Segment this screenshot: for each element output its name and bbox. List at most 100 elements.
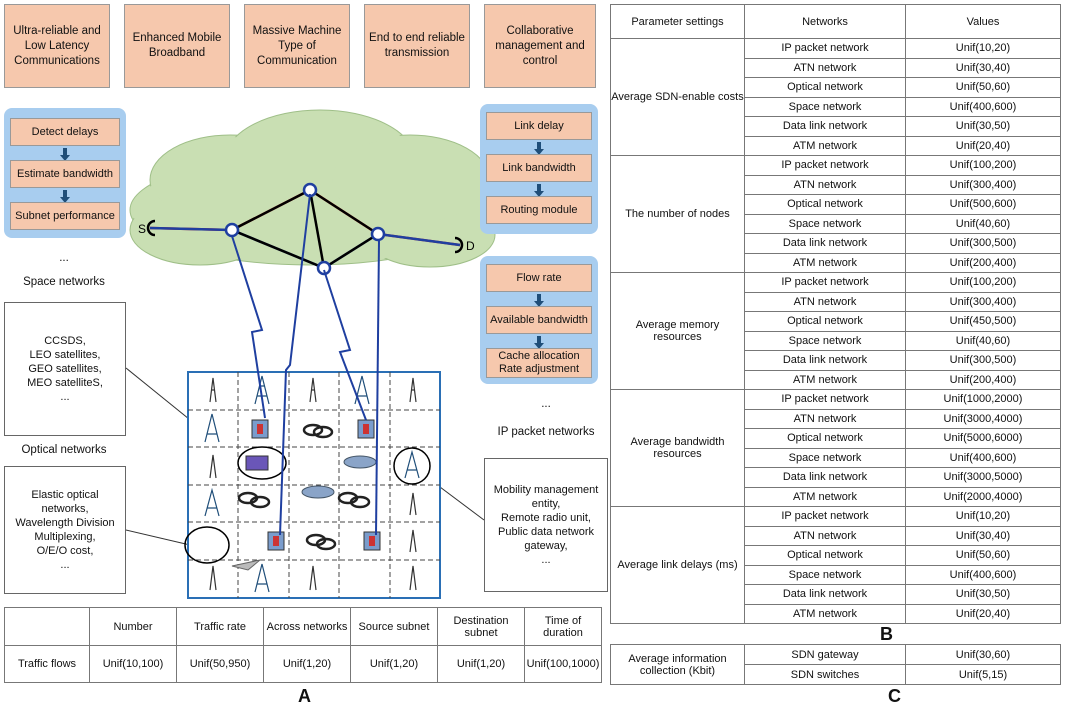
top-box-urllc: Ultra-reliable and Low Latency Communica… bbox=[4, 4, 110, 88]
ip-dots: ... bbox=[541, 398, 551, 410]
network-cell: ATM network bbox=[744, 135, 906, 156]
network-cell: ATM network bbox=[744, 486, 906, 507]
table-header-cell: Networks bbox=[744, 4, 906, 39]
network-cell: Optical network bbox=[744, 311, 906, 332]
network-cell: Data link network bbox=[744, 116, 906, 137]
top-box-mmtc: Massive Machine Type of Communication bbox=[244, 4, 350, 88]
parameter-name-cell: Average memory resources bbox=[610, 272, 745, 390]
optical-networks-label: Optical networks bbox=[21, 444, 107, 456]
network-cell: IP packet network bbox=[744, 389, 906, 410]
network-cell: IP packet network bbox=[744, 272, 906, 293]
space-networks-label: Space networks bbox=[23, 276, 105, 288]
top-box-e2e: End to end reliable transmission bbox=[364, 4, 470, 88]
table-header-cell: Destination subnet bbox=[437, 607, 525, 646]
grid-lines bbox=[188, 372, 440, 598]
parameter-name-cell: Average link delays (ms) bbox=[610, 506, 745, 624]
table-header-cell: Source subnet bbox=[350, 607, 438, 646]
table-cell: Unif(50,950) bbox=[176, 645, 264, 683]
network-cell: Space network bbox=[744, 96, 906, 117]
parameter-name-cell: Average information collection (Kbit) bbox=[610, 644, 745, 685]
network-cell: ATN network bbox=[744, 408, 906, 429]
value-cell: Unif(2000,4000) bbox=[905, 486, 1061, 507]
network-cell: Optical network bbox=[744, 194, 906, 215]
parameter-name-cell: The number of nodes bbox=[610, 155, 745, 273]
value-cell: Unif(300,400) bbox=[905, 291, 1061, 312]
destination-node-icon bbox=[454, 236, 464, 254]
step-link-bandwidth: Link bandwidth bbox=[486, 154, 592, 182]
value-cell: Unif(300,500) bbox=[905, 350, 1061, 371]
value-cell: Unif(30,60) bbox=[905, 644, 1061, 665]
network-cell: Data link network bbox=[744, 233, 906, 254]
table-cell: Traffic flows bbox=[4, 645, 90, 683]
network-cell: Optical network bbox=[744, 545, 906, 566]
value-cell: Unif(30,40) bbox=[905, 525, 1061, 546]
step-flow-rate: Flow rate bbox=[486, 264, 592, 292]
value-cell: Unif(3000,5000) bbox=[905, 467, 1061, 488]
tower-icon bbox=[209, 377, 417, 591]
fiber-coil-icon bbox=[237, 423, 371, 551]
table-row: Average link delays (ms)IP packet networ… bbox=[610, 506, 1061, 624]
table-header-cell: Traffic rate bbox=[176, 607, 264, 646]
parameter-name-cell: Average bandwidth resources bbox=[610, 389, 745, 507]
right-blue-panel-2: Flow rate Available bandwidth Cache allo… bbox=[480, 256, 598, 384]
value-cell: Unif(300,500) bbox=[905, 233, 1061, 254]
value-cell: Unif(20,40) bbox=[905, 603, 1061, 624]
step-link-delay: Link delay bbox=[486, 112, 592, 140]
network-cell: Space network bbox=[744, 447, 906, 468]
network-cell: Data link network bbox=[744, 467, 906, 488]
ip-networks-box: Mobility management entity, Remote radio… bbox=[484, 458, 608, 592]
network-cell: ATN network bbox=[744, 525, 906, 546]
step-available-bandwidth: Available bandwidth bbox=[486, 306, 592, 334]
table-header-cell: Across networks bbox=[263, 607, 351, 646]
wireless-link-lines bbox=[231, 193, 380, 536]
table-cell: Unif(1,20) bbox=[350, 645, 438, 683]
network-cell: Space network bbox=[744, 564, 906, 585]
value-cell: Unif(1000,2000) bbox=[905, 389, 1061, 410]
satellite-icon bbox=[231, 455, 377, 571]
network-cell: IP packet network bbox=[744, 155, 906, 176]
value-cell: Unif(100,200) bbox=[905, 272, 1061, 293]
grid-frame bbox=[187, 371, 441, 599]
value-cell: Unif(40,60) bbox=[905, 330, 1061, 351]
table-header-cell bbox=[4, 607, 90, 646]
value-cell: Unif(400,600) bbox=[905, 447, 1061, 468]
optical-networks-box: Elastic optical networks, Wavelength Div… bbox=[4, 466, 126, 594]
space-networks-box: CCSDS, LEO satellites, GEO satellites, M… bbox=[4, 302, 126, 436]
network-cell: ATM network bbox=[744, 252, 906, 273]
table-cell: Unif(1,20) bbox=[263, 645, 351, 683]
top-box-embb: Enhanced Mobile Broadband bbox=[124, 4, 230, 88]
value-cell: Unif(400,600) bbox=[905, 96, 1061, 117]
step-estimate-bandwidth: Estimate bandwidth bbox=[10, 160, 120, 188]
network-grid-illustration bbox=[125, 193, 485, 599]
panel-letter-b: B bbox=[880, 624, 893, 644]
highlight-ellipse bbox=[393, 447, 431, 485]
table-cell: Unif(1,20) bbox=[437, 645, 525, 683]
space-dots: ... bbox=[59, 252, 69, 264]
network-cell: Optical network bbox=[744, 428, 906, 449]
value-cell: Unif(500,600) bbox=[905, 194, 1061, 215]
source-node-icon bbox=[146, 219, 156, 237]
table-header-cell: Parameter settings bbox=[610, 4, 745, 39]
highlight-ellipse bbox=[184, 526, 230, 564]
value-cell: Unif(50,60) bbox=[905, 545, 1061, 566]
information-collection-table: Average information collection (Kbit)SDN… bbox=[610, 644, 1061, 685]
panel-letter-a: A bbox=[298, 686, 311, 706]
traffic-flows-table: Number Traffic rate Across networks Sour… bbox=[4, 607, 602, 683]
network-cell: Space network bbox=[744, 330, 906, 351]
value-cell: Unif(400,600) bbox=[905, 564, 1061, 585]
value-cell: Unif(300,400) bbox=[905, 174, 1061, 195]
panel-letter-c: C bbox=[888, 686, 901, 706]
step-detect-delays: Detect delays bbox=[10, 118, 120, 146]
table-cell: Unif(10,100) bbox=[89, 645, 177, 683]
network-cell: SDN gateway bbox=[744, 644, 906, 665]
network-cell: ATN network bbox=[744, 57, 906, 78]
black-links bbox=[231, 188, 379, 270]
